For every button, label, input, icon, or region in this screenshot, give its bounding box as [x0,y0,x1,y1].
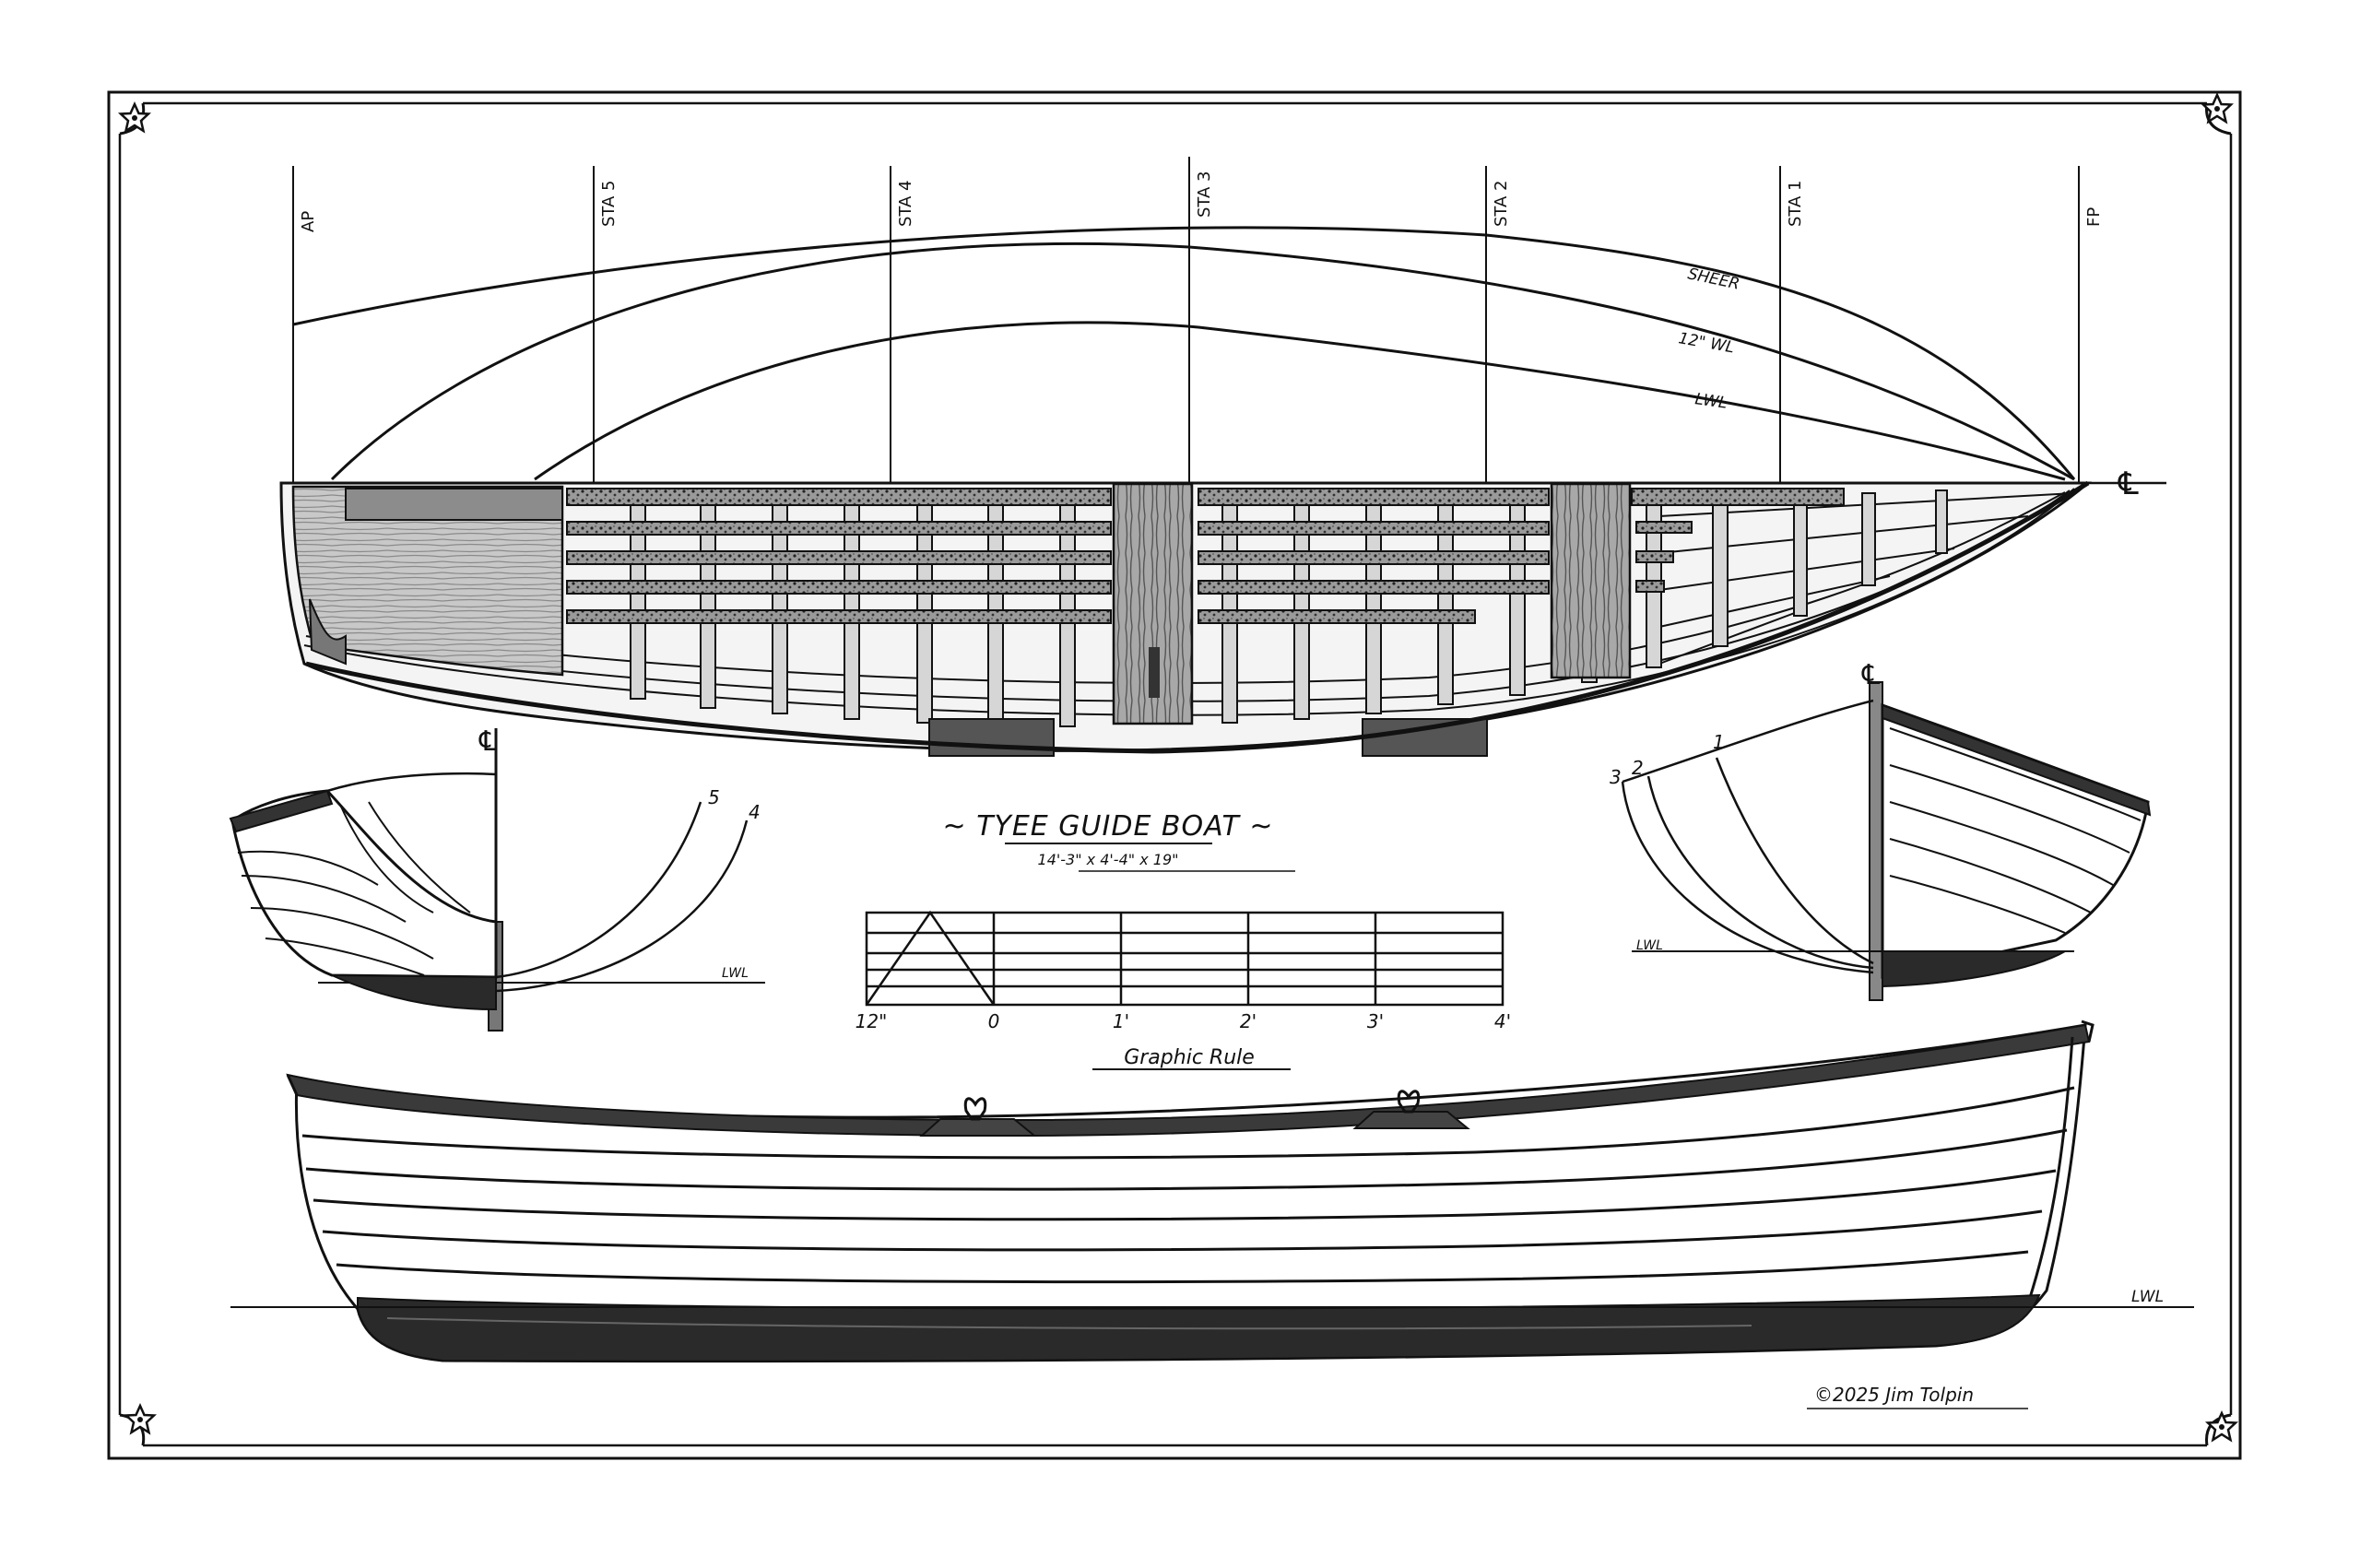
rule-tick-2ft: 2' [1240,1010,1257,1032]
section-label-4: 4 [749,801,761,823]
station-label-ap: AP [299,211,318,232]
star-icon [2204,1409,2239,1443]
rule-tick-0: 0 [988,1010,1000,1032]
star-icon [117,100,152,134]
station-label-sta3: STA 3 [1195,171,1214,218]
rule-tick-12in: 12" [856,1010,888,1032]
station-label-sta5: STA 5 [599,180,619,227]
fwd-body-section: ℄ LWL 3 2 1 [1610,659,2152,1001]
profile-view: LWL [230,1020,2194,1363]
centerline-symbol: ℄ [2118,466,2139,502]
drawing-title: ~ TYEE GUIDE BOAT ~ [943,810,1274,843]
oarlock-icon [919,1097,1037,1137]
hull-interior-plan [279,480,2093,757]
section-label-3: 3 [1610,766,1622,788]
station-label-sta2: STA 2 [1492,180,1511,227]
oarlock-icon [1352,1090,1470,1129]
half-breadth-plan: AP STA 5 STA 4 STA 3 STA 2 STA 1 FP SHEE… [279,157,2166,757]
sheer-label: SHEER [1686,265,1741,293]
rule-tick-1ft: 1' [1113,1010,1129,1032]
station-label-sta4: STA 4 [896,180,915,227]
rule-tick-3ft: 3' [1367,1010,1384,1032]
profile-lwl-label: LWL [2131,1288,2164,1306]
station-label-fp: FP [2084,207,2104,227]
sheer-line [292,226,2076,480]
copyright-note: ©2025 Jim Tolpin [1814,1384,1974,1406]
aft-section-lwl: LWL [722,966,749,981]
station-label-sta1: STA 1 [1786,180,1805,227]
aft-body-section: ℄ LWL 5 4 [229,725,765,1032]
section-label-5: 5 [708,786,720,808]
star-icon [123,1402,158,1435]
fwd-section-centerline: ℄ [1861,659,1880,691]
lwl-label: LWL [1693,390,1729,413]
rule-tick-4ft: 4' [1494,1010,1511,1032]
drawing-dimensions: 14'-3" x 4'-4" x 19" [1038,851,1179,868]
graphic-rule-caption: Graphic Rule [1124,1046,1255,1069]
title-block: ~ TYEE GUIDE BOAT ~ 14'-3" x 4'-4" x 19" [943,810,1295,872]
station-labels: AP STA 5 STA 4 STA 3 STA 2 STA 1 FP [299,171,2104,232]
lwl-line [534,321,2066,481]
graphic-rule: 12" 0 1' 2' 3' 4' Graphic Rule [856,910,1511,1070]
aft-section-centerline: ℄ [478,725,497,758]
section-label-1: 1 [1713,731,1725,753]
wl12-label: 12" WL [1677,329,1736,357]
section-label-2: 2 [1632,757,1644,779]
fwd-section-lwl: LWL [1636,938,1663,953]
wl12-line [330,242,2075,481]
star-icon [2200,91,2235,124]
station-lines [292,157,2080,484]
